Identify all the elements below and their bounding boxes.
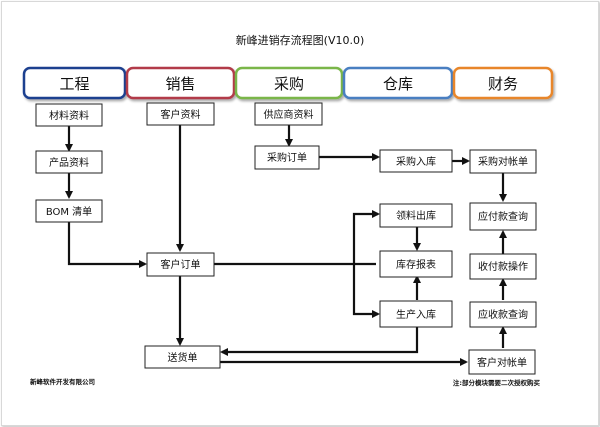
connector <box>220 327 419 356</box>
connector <box>352 264 380 318</box>
box-label: 领料出库 <box>396 209 436 222</box>
process-box-customers: 客户资料 <box>146 102 215 126</box>
process-box-suppliers: 供应商资料 <box>254 102 323 126</box>
box-label: 收付款操作 <box>478 260 528 273</box>
dept-header-sales: 销售 <box>125 66 236 100</box>
connector <box>352 210 380 264</box>
box-label: BOM 清单 <box>46 205 92 218</box>
box-label: 采购入库 <box>396 155 436 168</box>
company-name: 新峰软件开发有限公司 <box>30 377 95 386</box>
dept-label: 采购 <box>274 75 304 93</box>
process-box-purchase-order: 采购订单 <box>254 145 320 170</box>
process-box-products: 产品资料 <box>35 150 103 174</box>
process-box-receipt-operation: 收付款操作 <box>469 253 537 280</box>
process-box-receivable-query: 应收款查询 <box>469 301 537 328</box>
dept-label: 工程 <box>59 75 89 93</box>
box-label: 采购订单 <box>267 151 307 164</box>
process-box-inventory-report: 库存报表 <box>379 250 453 278</box>
dept-label: 财务 <box>488 75 518 93</box>
box-label: 送货单 <box>168 351 198 364</box>
process-box-bom: BOM 清单 <box>35 199 103 223</box>
process-box-purchase-reconcile: 采购对帐单 <box>469 149 537 174</box>
page-title: 新峰进销存流程图(V10.0) <box>236 33 365 47</box>
box-label: 材料资料 <box>49 109 89 122</box>
license-note: 注:部分模块需要二次授权购买 <box>453 378 541 387</box>
box-label: 客户对帐单 <box>477 356 527 369</box>
dept-header-engineering: 工程 <box>22 66 127 100</box>
process-box-materials: 材料资料 <box>35 103 103 127</box>
box-label: 客户资料 <box>161 108 201 121</box>
process-box-delivery: 送货单 <box>144 345 221 369</box>
process-box-material-out: 领料出库 <box>379 203 453 228</box>
box-label: 采购对帐单 <box>478 155 528 168</box>
dept-label: 销售 <box>165 75 195 93</box>
box-label: 应付款查询 <box>478 210 528 223</box>
box-label: 库存报表 <box>396 258 436 271</box>
process-box-customer-reconcile: 客户对帐单 <box>468 349 536 375</box>
box-label: 产品资料 <box>49 156 89 169</box>
process-box-production-in: 生产入库 <box>379 300 453 328</box>
dept-header-warehouse: 仓库 <box>342 66 454 100</box>
dept-header-purchasing: 采购 <box>234 66 344 100</box>
dept-header-finance: 财务 <box>452 66 554 100</box>
box-label: 供应商资料 <box>264 108 314 121</box>
box-label: 客户订单 <box>161 258 201 271</box>
process-box-purchase-in: 采购入库 <box>379 149 453 173</box>
connectors <box>65 125 507 366</box>
connector <box>67 222 147 268</box>
dept-label: 仓库 <box>383 75 413 93</box>
process-box-customer-order: 客户订单 <box>146 252 215 277</box>
box-label: 生产入库 <box>396 308 436 321</box>
process-box-payable-query: 应付款查询 <box>469 202 537 231</box>
box-label: 应收款查询 <box>478 308 528 321</box>
